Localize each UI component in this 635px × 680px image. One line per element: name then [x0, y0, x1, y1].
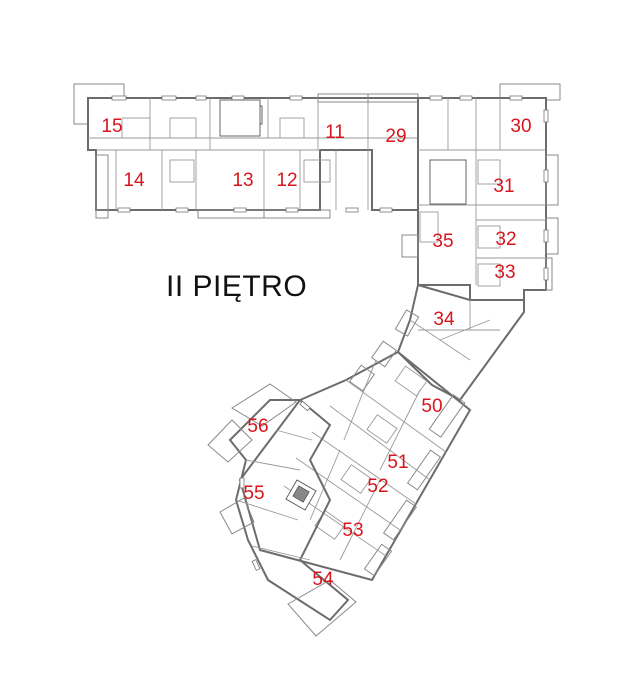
- unit-35-label[interactable]: 35: [432, 231, 454, 252]
- left-arm: [207, 383, 357, 637]
- lower-wing: [238, 340, 472, 582]
- unit-31-label[interactable]: 31: [493, 176, 515, 197]
- unit-13-label[interactable]: 13: [232, 170, 254, 191]
- unit-14-label[interactable]: 14: [123, 170, 145, 191]
- unit-15-label[interactable]: 15: [101, 116, 123, 137]
- unit-29-label[interactable]: 29: [385, 126, 407, 147]
- unit-51-label[interactable]: 51: [387, 452, 409, 473]
- unit-34-label[interactable]: 34: [433, 309, 455, 330]
- connector: [394, 283, 525, 402]
- unit-30-label[interactable]: 30: [510, 116, 532, 137]
- floor-title: II PIĘTRO: [166, 270, 308, 303]
- unit-11-label[interactable]: 11: [325, 122, 345, 143]
- unit-52-label[interactable]: 52: [367, 476, 389, 497]
- top-wing: [73, 83, 419, 219]
- unit-54-label[interactable]: 54: [312, 569, 334, 590]
- unit-53-label[interactable]: 53: [342, 520, 364, 541]
- unit-32-label[interactable]: 32: [495, 229, 517, 250]
- unit-12-label[interactable]: 12: [276, 170, 298, 191]
- right-wing: [401, 83, 561, 301]
- unit-55-label[interactable]: 55: [243, 483, 265, 504]
- unit-50-label[interactable]: 50: [421, 396, 443, 417]
- unit-33-label[interactable]: 33: [494, 262, 516, 283]
- unit-56-label[interactable]: 56: [247, 416, 269, 437]
